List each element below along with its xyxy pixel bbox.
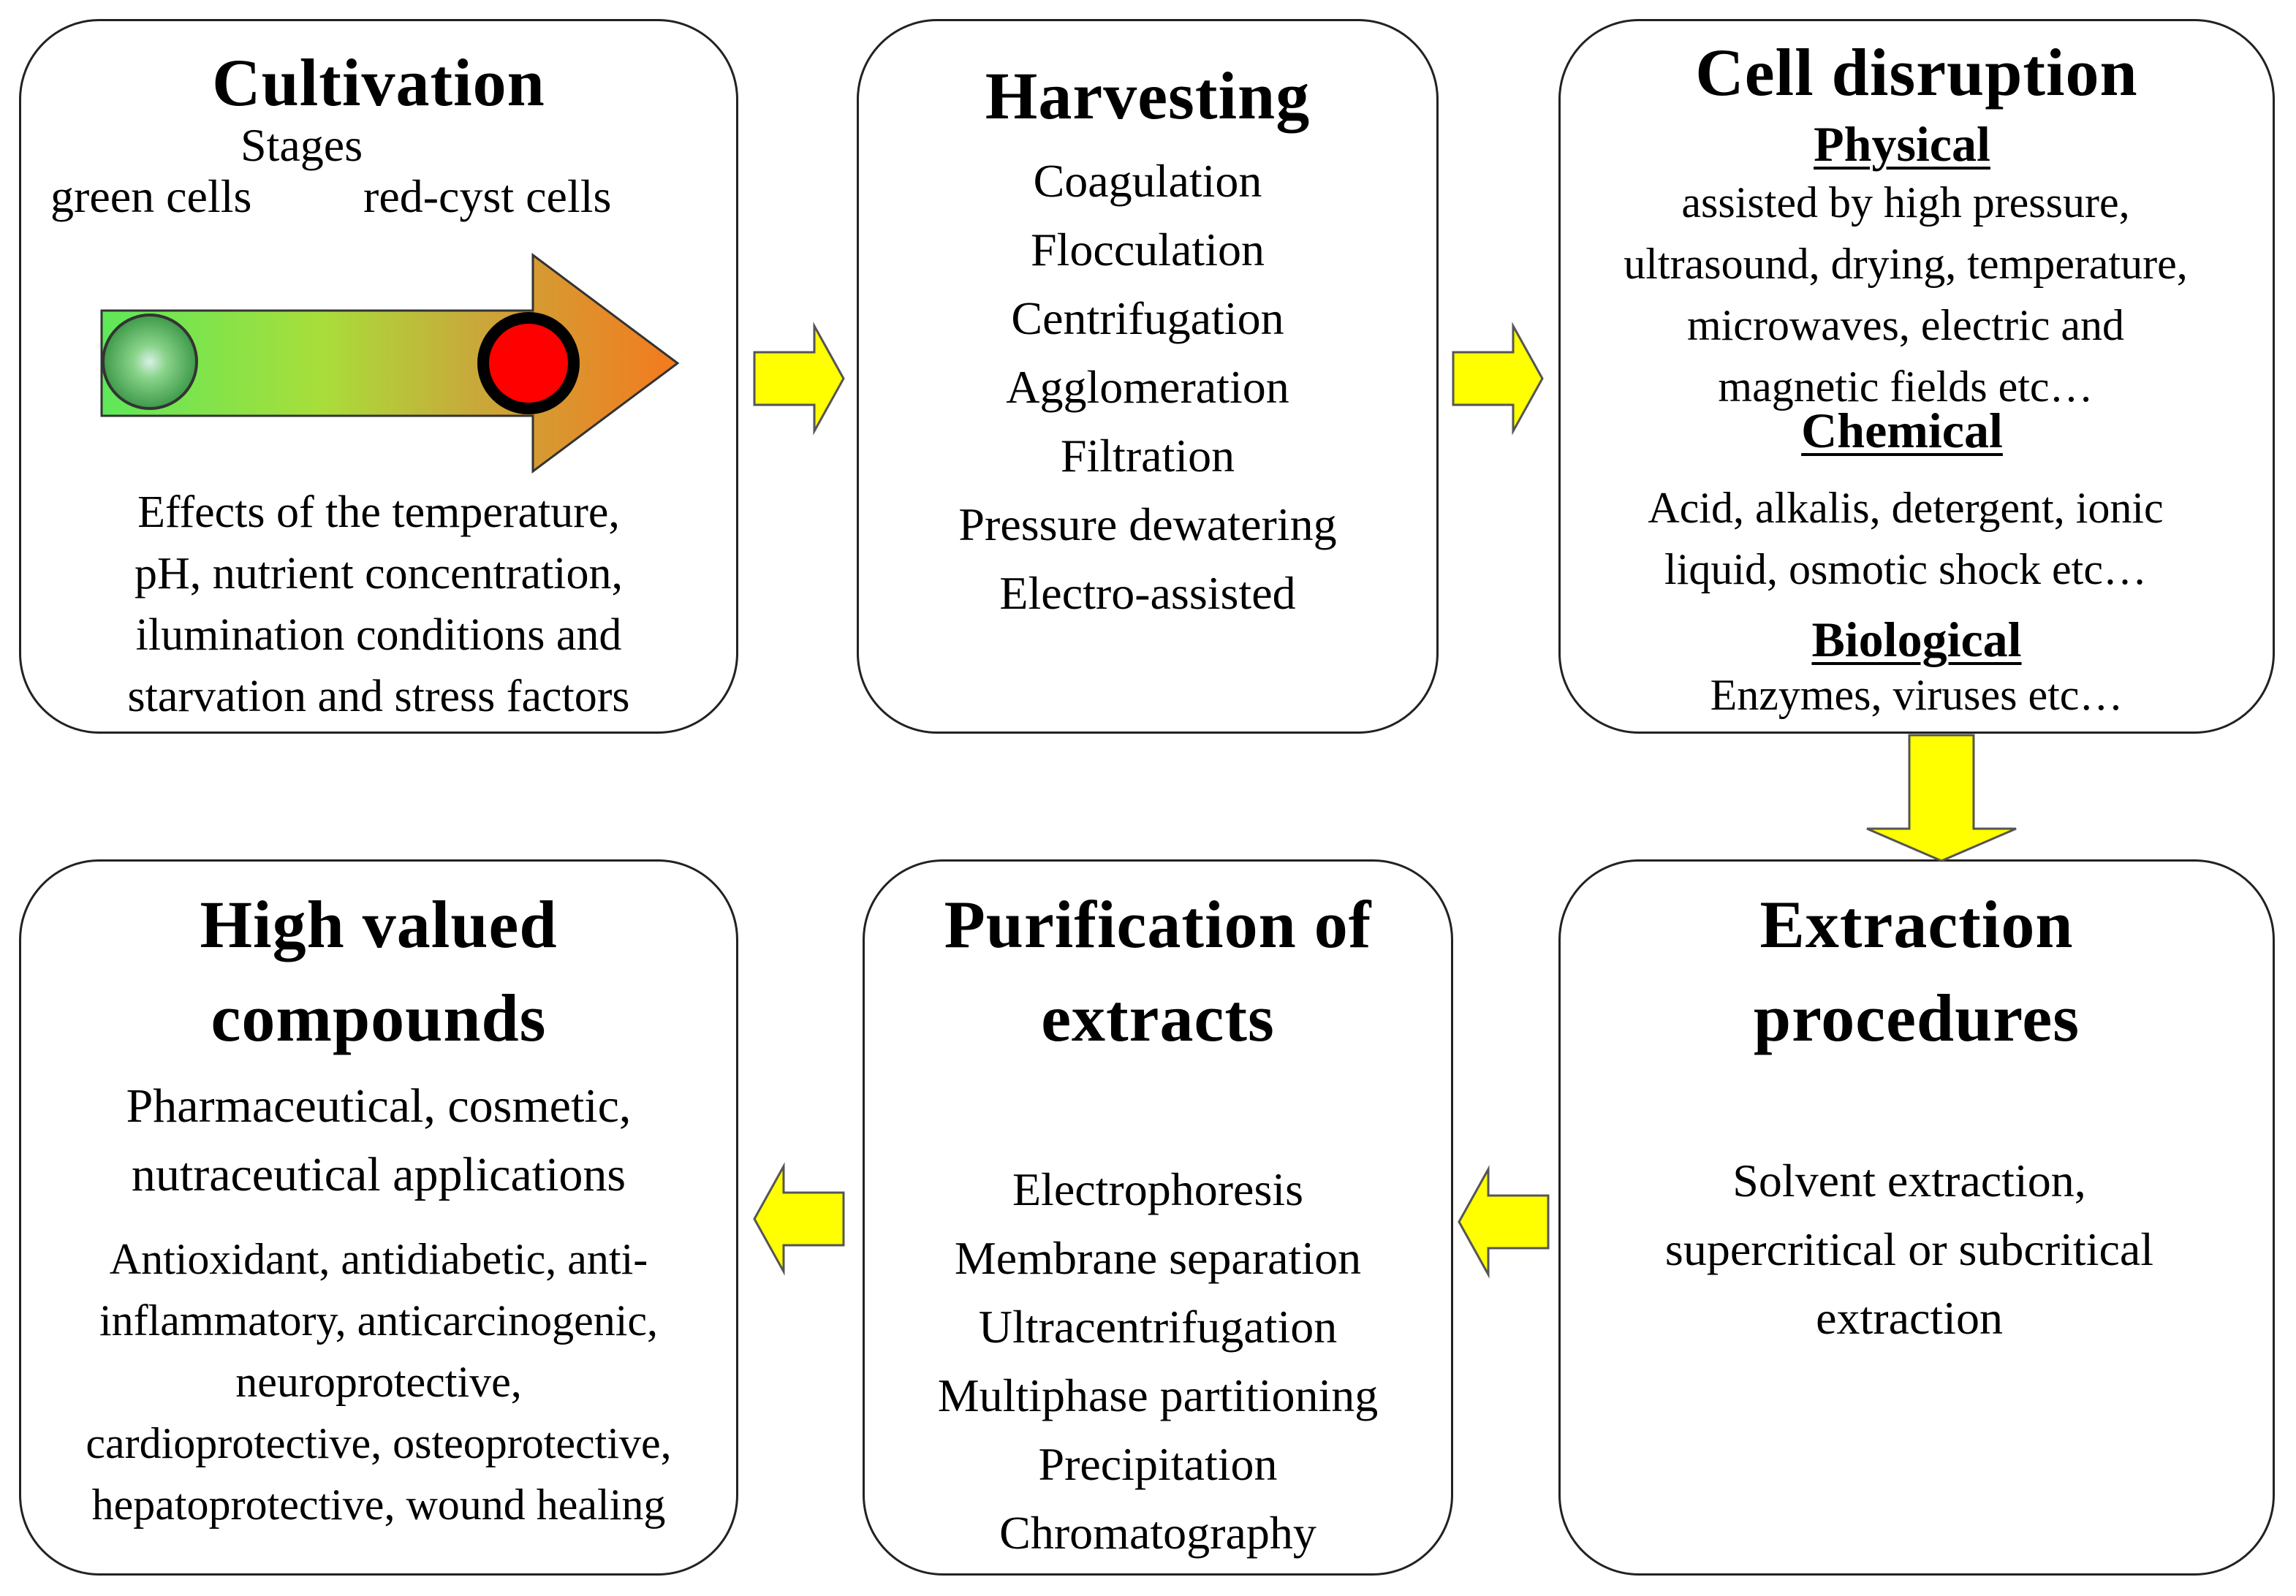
green-cells-label: green cells — [50, 170, 252, 222]
cultivation-box: Cultivation Stages green cells red-cyst … — [19, 19, 738, 734]
purification-method: Ultracentrifugation — [978, 1301, 1338, 1353]
harvesting-methods-list: Coagulation Flocculation Centrifugation … — [859, 147, 1436, 628]
left-arrow-icon — [1458, 1165, 1550, 1279]
applications-line: nutraceutical applications — [131, 1148, 626, 1201]
right-arrow-icon — [1452, 322, 1544, 436]
physical-line: ultrasound, drying, temperature, — [1624, 240, 2188, 288]
properties-line: neuroprotective, — [235, 1358, 522, 1406]
effects-line: starvation and stress factors — [127, 672, 630, 721]
harvesting-method: Electro-assisted — [999, 567, 1296, 619]
extraction-line: supercritical or subcritical — [1664, 1223, 2154, 1275]
properties-line: Antioxidant, antidiabetic, anti- — [109, 1235, 648, 1283]
right-arrow-icon — [753, 322, 845, 436]
purification-methods-list: Electrophoresis Membrane separation Ultr… — [843, 1155, 1473, 1568]
compounds-title-line: High valued — [200, 887, 558, 962]
harvesting-title: Harvesting — [985, 58, 1311, 133]
purification-box: Purification of extracts Electrophoresis… — [863, 859, 1453, 1576]
physical-line: magnetic fields etc… — [1718, 362, 2094, 411]
chemical-methods: Acid, alkalis, detergent, ionic liquid, … — [1539, 477, 2273, 600]
purification-method: Membrane separation — [954, 1232, 1362, 1284]
purification-title-line: extracts — [1041, 981, 1275, 1055]
extraction-title-line: Extraction — [1759, 887, 2074, 962]
harvesting-method: Flocculation — [1031, 224, 1265, 276]
harvesting-method: Pressure dewatering — [958, 498, 1337, 550]
red-cyst-cells-label: red-cyst cells — [363, 170, 612, 222]
cultivation-title: Cultivation — [212, 45, 545, 120]
properties-line: cardioprotective, osteoprotective, — [86, 1419, 672, 1467]
chemical-line: Acid, alkalis, detergent, ionic — [1648, 484, 2164, 532]
left-arrow-icon — [753, 1162, 845, 1276]
harvesting-method: Filtration — [1060, 430, 1235, 482]
effects-line: pH, nutrient concentration, — [134, 549, 623, 598]
compounds-applications: Pharmaceutical, cosmetic, nutraceutical … — [21, 1072, 736, 1209]
compounds-properties: Antioxidant, antidiabetic, anti- inflamm… — [14, 1228, 743, 1535]
stage-arrow-shape — [100, 253, 680, 474]
cell-disruption-title: Cell disruption — [1695, 35, 2138, 110]
biological-line: Enzymes, viruses etc… — [1710, 671, 2123, 719]
red-cyst-cell-icon — [477, 312, 580, 414]
biological-methods: Enzymes, viruses etc… — [1561, 664, 2273, 726]
purification-title-line: Purification of — [944, 887, 1372, 962]
purification-method: Multiphase partitioning — [937, 1369, 1379, 1421]
physical-line: microwaves, electric and — [1686, 301, 2125, 349]
extraction-box: Extraction procedures Solvent extraction… — [1558, 859, 2275, 1576]
purification-method: Electrophoresis — [1012, 1163, 1304, 1215]
effects-line: Effects of the temperature, — [137, 487, 620, 537]
purification-title: Purification of extracts — [865, 878, 1451, 1065]
harvesting-box: Harvesting Coagulation Flocculation Cent… — [857, 19, 1439, 734]
extraction-title: Extraction procedures — [1561, 878, 2273, 1065]
cell-disruption-box: Cell disruption Physical assisted by hig… — [1558, 19, 2275, 734]
extraction-line: extraction — [1816, 1292, 2003, 1344]
physical-line: assisted by high pressure, — [1681, 178, 2130, 227]
physical-heading: Physical — [1814, 116, 1990, 172]
harvesting-method: Agglomeration — [1006, 361, 1289, 413]
compounds-title: High valued compounds — [21, 878, 736, 1065]
cultivation-stage-arrow — [100, 253, 680, 474]
physical-methods: assisted by high pressure, ultrasound, d… — [1539, 172, 2273, 417]
properties-line: hepatoprotective, wound healing — [91, 1481, 666, 1529]
green-cell-icon — [102, 314, 198, 410]
effects-line: ilumination conditions and — [135, 610, 622, 660]
cultivation-effects: Effects of the temperature, pH, nutrient… — [21, 482, 736, 727]
purification-method: Precipitation — [1038, 1438, 1278, 1490]
chemical-line: liquid, osmotic shock etc… — [1664, 545, 2147, 593]
properties-line: inflammatory, anticarcinogenic, — [99, 1296, 659, 1345]
extraction-methods: Solvent extraction, supercritical or sub… — [1546, 1147, 2273, 1353]
purification-method: Chromatography — [999, 1507, 1316, 1559]
extraction-line: Solvent extraction, — [1732, 1155, 2086, 1206]
harvesting-method: Coagulation — [1033, 155, 1262, 207]
harvesting-method: Centrifugation — [1011, 292, 1284, 344]
applications-line: Pharmaceutical, cosmetic, — [126, 1079, 632, 1133]
biological-heading: Biological — [1811, 612, 2022, 667]
stages-label: Stages — [240, 119, 363, 171]
extraction-title-line: procedures — [1753, 981, 2080, 1055]
down-arrow-icon — [1866, 734, 2017, 862]
chemical-heading: Chemical — [1801, 403, 2003, 458]
compounds-box: High valued compounds Pharmaceutical, co… — [19, 859, 738, 1576]
compounds-title-line: compounds — [211, 981, 547, 1055]
